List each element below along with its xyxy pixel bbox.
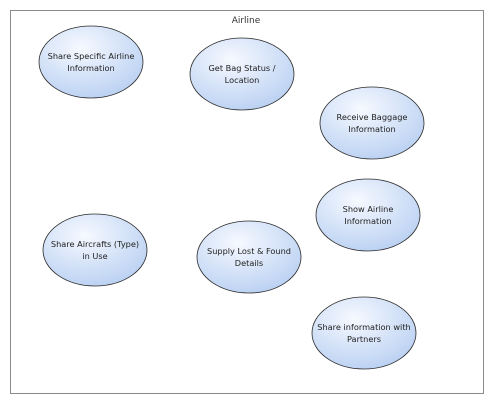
- use-case-label: Supply Lost & Found: [207, 246, 291, 256]
- use-case-label: Location: [225, 75, 260, 85]
- use-case-label: Receive Baggage: [337, 112, 408, 122]
- use-case-label: Get Bag Status /: [208, 63, 275, 73]
- use-case-ellipse: [42, 213, 148, 287]
- system-boundary-title: Airline: [232, 16, 261, 26]
- use-case-label: Information: [67, 63, 114, 73]
- use-case-label: Share Specific Airline: [48, 51, 135, 61]
- use-case-label: in Use: [82, 251, 107, 261]
- use-case-label: Information: [348, 124, 395, 134]
- use-case-label: Information: [344, 216, 391, 226]
- use-case-ellipse: [311, 296, 417, 370]
- use-case-label: Details: [235, 258, 263, 268]
- use-case-ellipse: [319, 86, 425, 160]
- use-case-ellipse: [189, 37, 295, 111]
- use-case-label: Share information with: [317, 322, 410, 332]
- use-case-label: Show Airline: [343, 204, 394, 214]
- use-case-label: Share Aircrafts (Type): [51, 239, 139, 249]
- use-case-ellipse: [196, 220, 302, 294]
- use-case-get-bag-status-location[interactable]: Get Bag Status / Location: [189, 37, 295, 111]
- use-case-ellipse: [315, 178, 421, 252]
- use-case-ellipse: [38, 25, 144, 99]
- use-case-label: Partners: [347, 334, 381, 344]
- use-case-share-aircrafts-type-in-use[interactable]: Share Aircrafts (Type) in Use: [42, 213, 148, 287]
